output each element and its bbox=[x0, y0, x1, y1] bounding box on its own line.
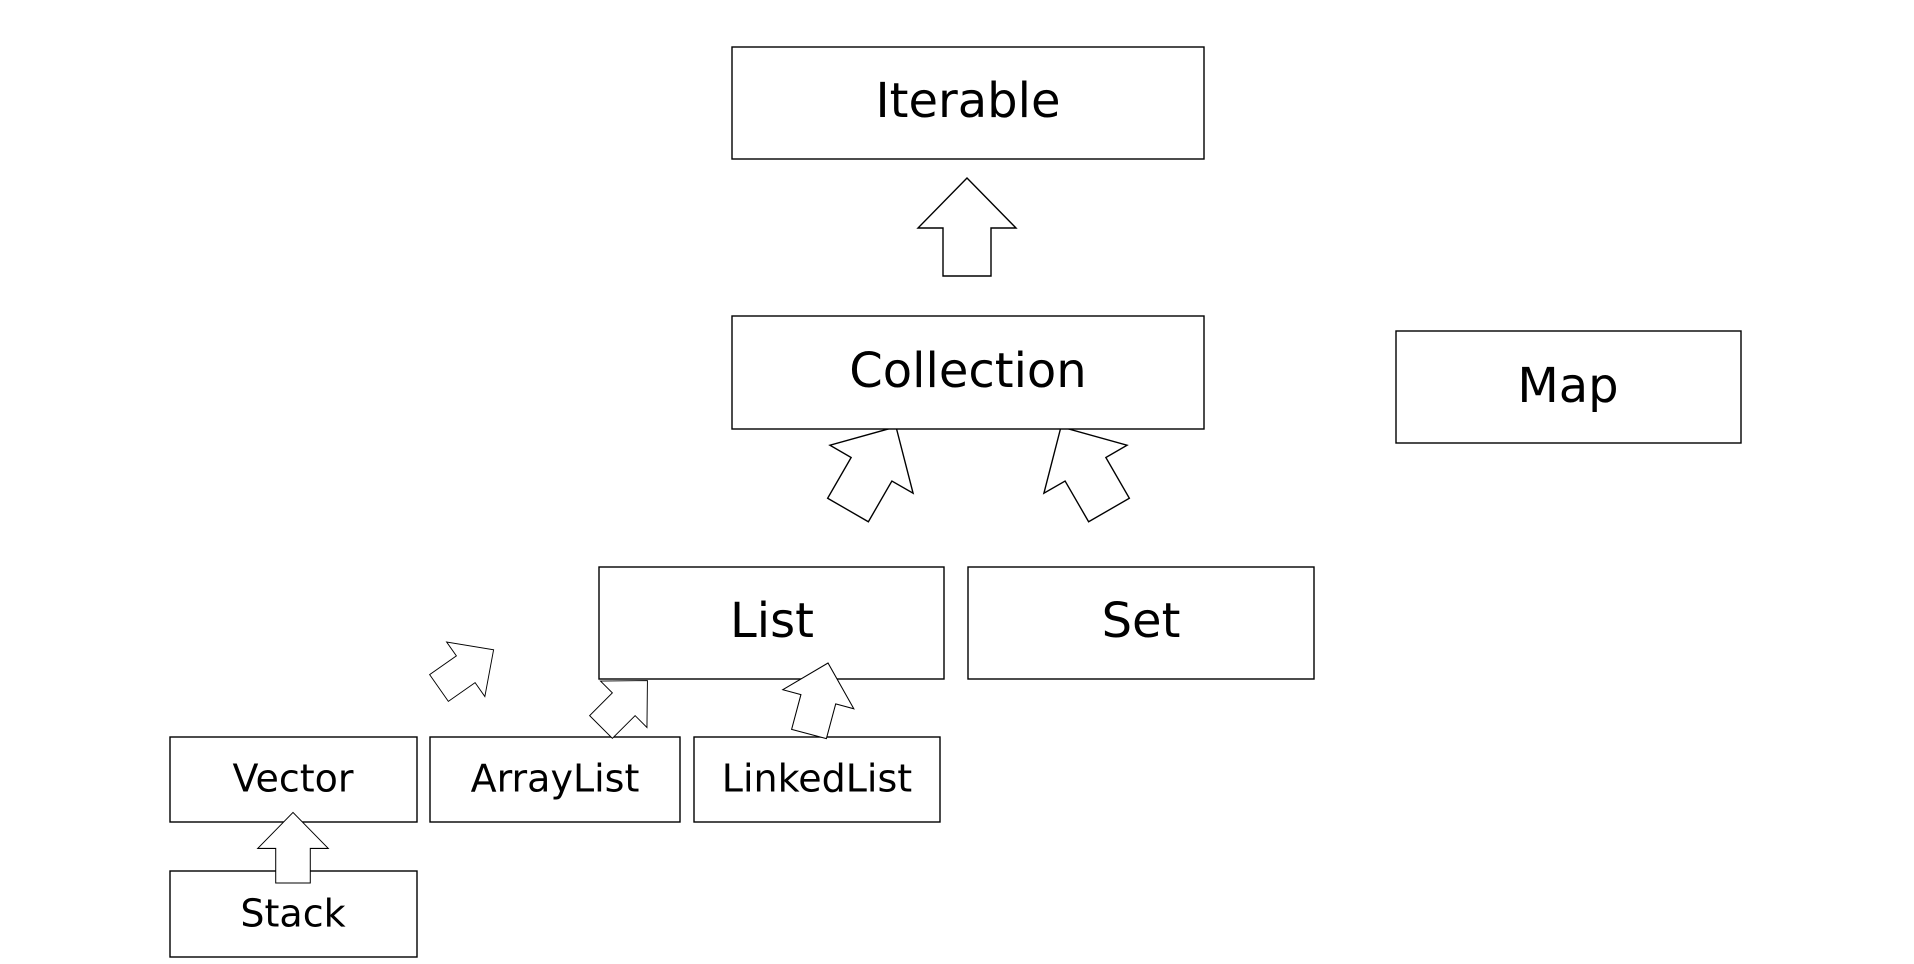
arrow-vector-to-list bbox=[428, 641, 495, 703]
arrow-collection-to-iterable bbox=[916, 176, 1018, 277]
node-set: Set bbox=[967, 566, 1315, 680]
node-arraylist-label: ArrayList bbox=[471, 757, 640, 801]
node-stack-label: Stack bbox=[240, 892, 345, 936]
node-iterable: Iterable bbox=[731, 46, 1205, 160]
node-collection: Collection bbox=[731, 315, 1205, 430]
node-list-label: List bbox=[730, 593, 814, 649]
arrow-stack-to-vector bbox=[256, 811, 330, 884]
node-linkedlist: LinkedList bbox=[693, 736, 941, 823]
node-stack: Stack bbox=[169, 870, 418, 958]
node-collection-label: Collection bbox=[849, 343, 1086, 399]
arrow-set-to-collection bbox=[1042, 425, 1131, 523]
node-list: List bbox=[598, 566, 945, 680]
node-iterable-label: Iterable bbox=[876, 73, 1061, 129]
arrow-arraylist-to-list bbox=[588, 680, 648, 740]
arrow-list-to-collection bbox=[826, 425, 915, 523]
node-vector-label: Vector bbox=[232, 757, 353, 801]
node-vector: Vector bbox=[169, 736, 418, 823]
arrow-linkedlist-to-list bbox=[781, 662, 855, 740]
node-set-label: Set bbox=[1102, 593, 1181, 649]
node-linkedlist-label: LinkedList bbox=[722, 757, 912, 801]
node-arraylist: ArrayList bbox=[429, 736, 681, 823]
node-map: Map bbox=[1395, 330, 1742, 444]
node-map-label: Map bbox=[1517, 358, 1618, 414]
